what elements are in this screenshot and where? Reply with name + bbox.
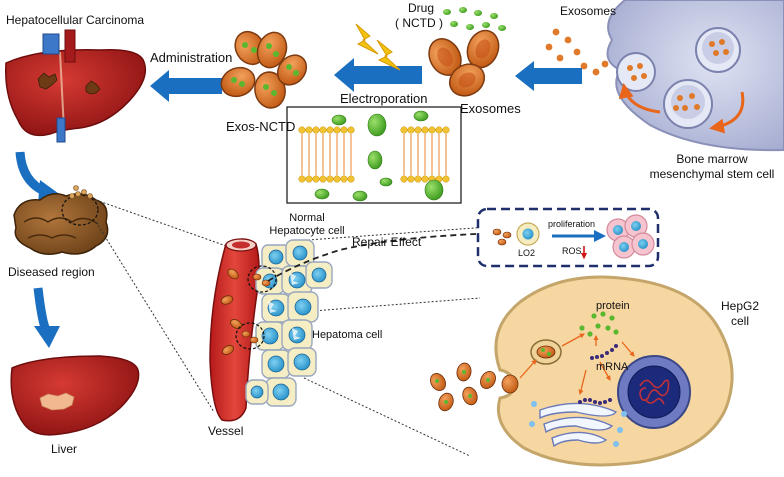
mesenchymal-stem-cell	[606, 0, 784, 152]
label-electroporation: Electroporation	[340, 91, 428, 106]
exos-nctd-vesicles	[220, 30, 308, 109]
label-nctd: ( NCTD )	[395, 16, 443, 30]
label-ros: ROS	[562, 246, 582, 256]
label-proliferation: proliferation	[548, 219, 596, 229]
exos-nctd-near-hepg2	[430, 362, 496, 412]
label-exos-nctd: Exos-NCTD	[226, 119, 296, 134]
drug-dots	[443, 7, 506, 31]
label-hcc: Hepatocellular Carcinoma	[6, 13, 145, 27]
lo2-repair-box	[476, 207, 660, 268]
label-repair-effect: Repair Effect	[352, 235, 422, 249]
label-exosomes-mid: Exosomes	[460, 101, 521, 116]
lightning-icon	[355, 23, 401, 71]
label-hepg2-cell: cell	[730, 314, 749, 328]
arrow-diseased-to-liver	[33, 287, 60, 348]
hcc-liver	[5, 29, 147, 143]
hepatocyte-cluster	[235, 233, 477, 407]
healthy-liver	[10, 355, 140, 436]
exosome-vesicles	[428, 29, 500, 97]
label-mrna: mRNA	[596, 361, 629, 373]
label-administration: Administration	[150, 50, 233, 65]
label-mesenchymal: mesenchymal stem cell	[649, 167, 775, 181]
zoom-lines	[95, 199, 503, 457]
label-bone-marrow: Bone marrow	[676, 152, 748, 166]
label-hepatoma-cell: Hepatoma cell	[312, 329, 383, 341]
hepg2-cell	[494, 275, 734, 467]
electroporation-box	[286, 106, 462, 204]
label-normal: Normal	[289, 212, 325, 224]
arrow-electroporation	[334, 58, 422, 92]
label-lo2: LO2	[518, 248, 536, 258]
label-protein: protein	[596, 300, 630, 312]
exosome-dots-released	[545, 28, 609, 76]
label-hepg2: HepG2	[720, 299, 760, 313]
label-liver: Liver	[51, 442, 78, 456]
label-diseased-region: Diseased region	[8, 265, 95, 279]
arrow-administration	[150, 70, 222, 102]
label-vessel: Vessel	[208, 424, 244, 438]
arrow-exosomes-to-vesicles	[515, 61, 582, 91]
vessel	[209, 238, 260, 422]
label-hepatocyte-cell: Hepatocyte cell	[269, 225, 345, 237]
label-exosomes-top: Exosomes	[560, 4, 617, 18]
label-drug: Drug	[407, 1, 434, 15]
diseased-region	[13, 185, 109, 255]
